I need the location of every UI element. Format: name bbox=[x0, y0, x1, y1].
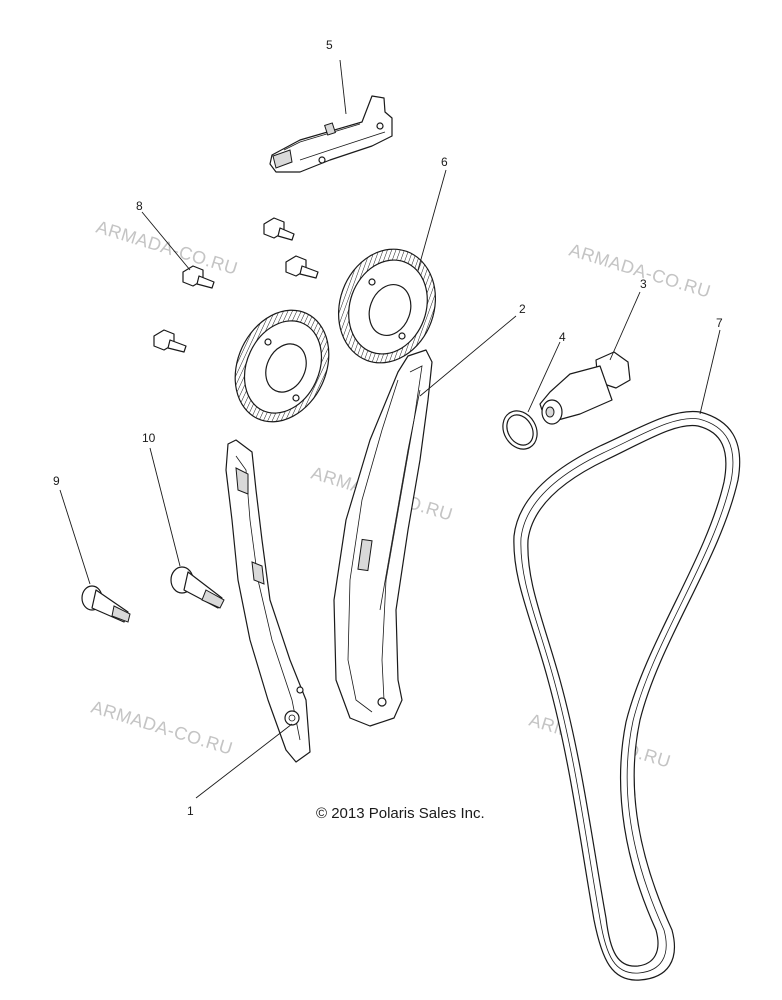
bolts-8 bbox=[153, 217, 319, 353]
sprocket-upper bbox=[337, 248, 437, 364]
callout-2: 2 bbox=[519, 302, 526, 316]
tensioner bbox=[539, 351, 631, 425]
callout-7: 7 bbox=[716, 316, 723, 330]
callout-9: 9 bbox=[53, 474, 60, 488]
callout-8: 8 bbox=[136, 199, 143, 213]
callout-4: 4 bbox=[559, 330, 566, 344]
cam-chain bbox=[513, 410, 741, 981]
watermark-4: ARMADA-CO.RU bbox=[89, 697, 235, 759]
callout-3: 3 bbox=[640, 277, 647, 291]
leader-lines bbox=[59, 59, 721, 799]
fixed-guide bbox=[225, 439, 311, 763]
sprocket-lower bbox=[234, 309, 330, 423]
chain-guide bbox=[333, 349, 433, 727]
callout-labels: 5 6 8 2 3 4 7 10 9 1 bbox=[53, 38, 723, 818]
tensioner-bracket bbox=[269, 95, 393, 173]
guide-bolt-10 bbox=[170, 566, 225, 609]
watermark-1: ARMADA-CO.RU bbox=[94, 217, 240, 279]
callout-6: 6 bbox=[441, 155, 448, 169]
callout-10: 10 bbox=[142, 431, 156, 445]
copyright-notice: © 2013 Polaris Sales Inc. bbox=[316, 805, 485, 822]
callout-1: 1 bbox=[187, 804, 194, 818]
callout-5: 5 bbox=[326, 38, 333, 52]
guide-bolt-9 bbox=[81, 585, 131, 623]
o-ring bbox=[502, 410, 538, 450]
